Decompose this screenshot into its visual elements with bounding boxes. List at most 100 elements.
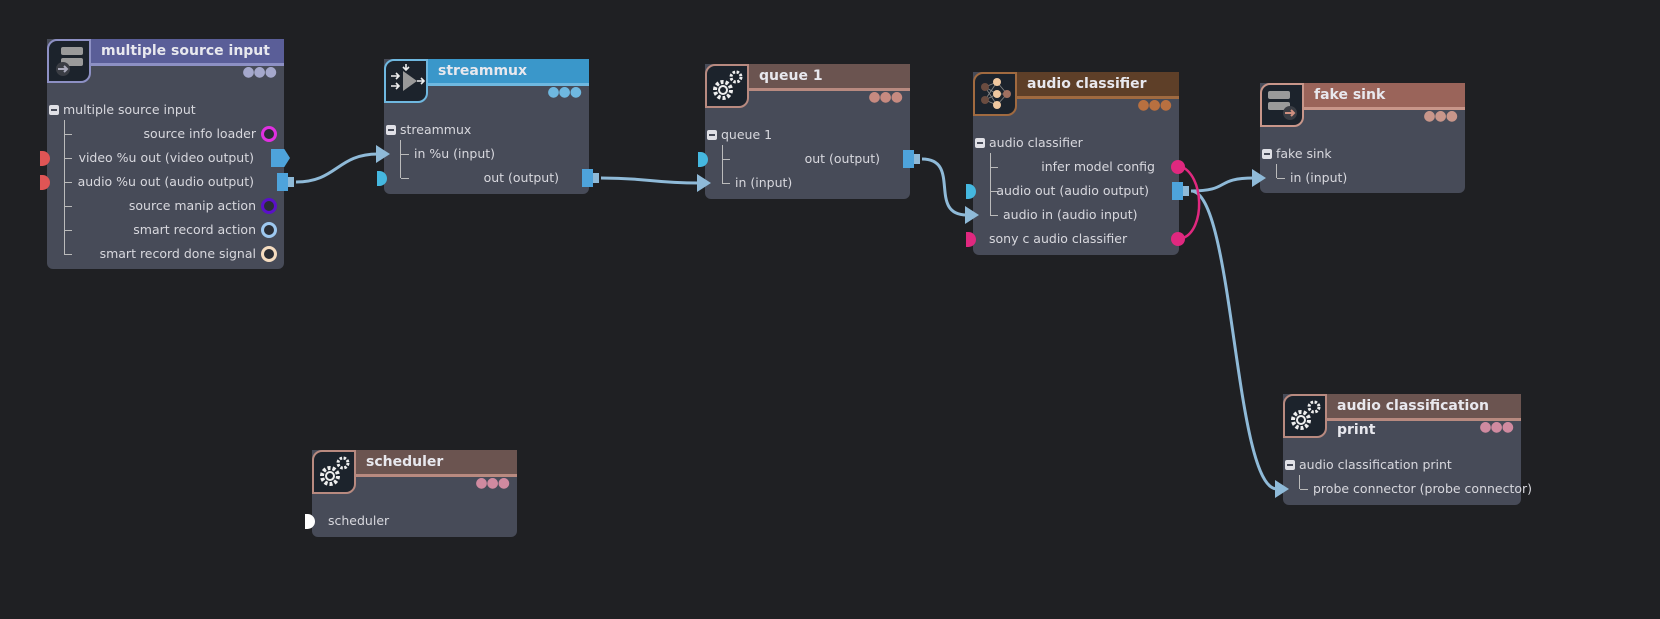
ring-port[interactable] [261, 198, 277, 214]
section-header[interactable]: audio classifier [975, 135, 1083, 151]
node-title[interactable]: queue 1 [749, 64, 910, 91]
server-input-icon [47, 39, 91, 83]
section-label: audio classification print [1299, 457, 1452, 472]
collapse-icon[interactable] [386, 125, 396, 135]
input-port[interactable] [698, 152, 708, 167]
section-header[interactable]: queue 1 [707, 127, 772, 143]
port-label: out (output) [483, 170, 559, 185]
node-title[interactable]: audio classification print [1327, 394, 1521, 438]
port-label: video %u out (video output) [78, 150, 254, 165]
input-arrow-port[interactable] [697, 174, 711, 192]
port-label: sony c audio classifier [989, 231, 1128, 246]
tree-line [400, 140, 401, 178]
input-port[interactable] [40, 175, 50, 190]
tree-line [1299, 475, 1300, 489]
port-label: audio in (audio input) [1003, 207, 1138, 222]
section-header[interactable]: fake sink [1262, 146, 1332, 162]
input-port[interactable] [40, 151, 50, 166]
node-title[interactable]: audio classifier [1017, 72, 1179, 99]
tree-branch [64, 158, 72, 159]
section-header[interactable]: streammux [386, 122, 471, 138]
node-title[interactable]: multiple source input [91, 39, 284, 66]
port-label: in (input) [1290, 170, 1348, 185]
input-arrow-port[interactable] [376, 145, 390, 163]
port-label: source info loader [143, 126, 256, 141]
tree-branch [722, 159, 730, 160]
control-wire-loop[interactable] [1179, 164, 1201, 240]
node-scheduler[interactable]: scheduler ●●●scheduler [305, 450, 517, 537]
port-label: probe connector (probe connector) [1313, 481, 1533, 496]
port-label: in %u (input) [414, 146, 496, 161]
neural-network-icon [973, 72, 1017, 116]
output-port[interactable] [277, 173, 294, 191]
input-port[interactable] [377, 171, 387, 186]
more-options-icon[interactable]: ●●● [547, 84, 582, 100]
tree-branch [990, 167, 998, 168]
input-arrow-port[interactable] [1275, 480, 1289, 498]
ring-port[interactable] [261, 222, 277, 238]
collapse-icon[interactable] [49, 105, 59, 115]
control-port[interactable] [1171, 160, 1185, 174]
gears-icon [312, 450, 356, 494]
tree-line [1276, 164, 1277, 178]
section-label: queue 1 [721, 127, 773, 142]
tree-branch [64, 230, 72, 231]
collapse-icon[interactable] [1285, 460, 1295, 470]
collapse-icon[interactable] [707, 130, 717, 140]
ring-port[interactable] [261, 126, 277, 142]
tree-branch [1300, 489, 1308, 490]
port-label: infer model config [1041, 159, 1155, 174]
output-port[interactable] [1172, 182, 1189, 200]
output-port[interactable] [903, 150, 920, 168]
control-port[interactable] [1171, 232, 1185, 246]
collapse-icon[interactable] [975, 138, 985, 148]
port-label: source manip action [128, 198, 256, 213]
ring-port[interactable] [261, 246, 277, 262]
input-port[interactable] [966, 184, 976, 199]
mux-icon [384, 59, 428, 103]
collapse-icon[interactable] [1262, 149, 1272, 159]
more-options-icon[interactable]: ●●● [1137, 97, 1172, 113]
input-arrow-port[interactable] [965, 206, 979, 224]
tree-line [722, 145, 723, 183]
wire-classifier-to-print[interactable] [1190, 189, 1278, 491]
port-label: audio %u out (audio output) [77, 174, 254, 189]
more-options-icon[interactable]: ●●● [868, 89, 903, 105]
input-port[interactable] [966, 232, 976, 247]
tree-branch [64, 206, 72, 207]
port-label: in (input) [735, 175, 793, 190]
output-port[interactable] [582, 169, 599, 187]
wire-msi-to-streammux[interactable] [295, 152, 379, 184]
output-port[interactable] [271, 149, 290, 167]
node-multiple-source-input[interactable]: multiple source input ●●●multiple source… [40, 39, 294, 269]
more-options-icon[interactable]: ●●● [242, 64, 277, 80]
node-title[interactable]: fake sink [1304, 83, 1465, 110]
input-port[interactable] [305, 514, 315, 529]
node-title[interactable]: streammux [428, 59, 589, 86]
tree-branch [722, 183, 730, 184]
more-options-icon[interactable]: ●●● [1423, 108, 1458, 124]
tree-branch [401, 154, 409, 155]
tree-branch [401, 178, 409, 179]
more-options-icon[interactable]: ●●● [475, 475, 510, 491]
node-title[interactable]: scheduler [356, 450, 517, 477]
section-label: fake sink [1276, 146, 1332, 161]
section-header[interactable]: audio classification print [1285, 457, 1452, 473]
more-options-icon[interactable]: ●●● [1479, 419, 1514, 435]
wire-streammux-to-queue[interactable] [600, 176, 700, 185]
section-header[interactable]: multiple source input [49, 102, 196, 118]
section-label: streammux [400, 122, 472, 137]
tree-branch [990, 191, 998, 192]
tree-branch [990, 215, 998, 216]
wire-queue-to-classifier[interactable] [921, 157, 968, 217]
input-arrow-port[interactable] [1252, 169, 1266, 187]
wire-classifier-to-fakesink[interactable] [1190, 176, 1255, 193]
node-audio-classification-print[interactable]: audio classification print ●●●audio clas… [1275, 394, 1532, 505]
gears-icon [1283, 394, 1327, 438]
section-label: audio classifier [989, 135, 1083, 150]
